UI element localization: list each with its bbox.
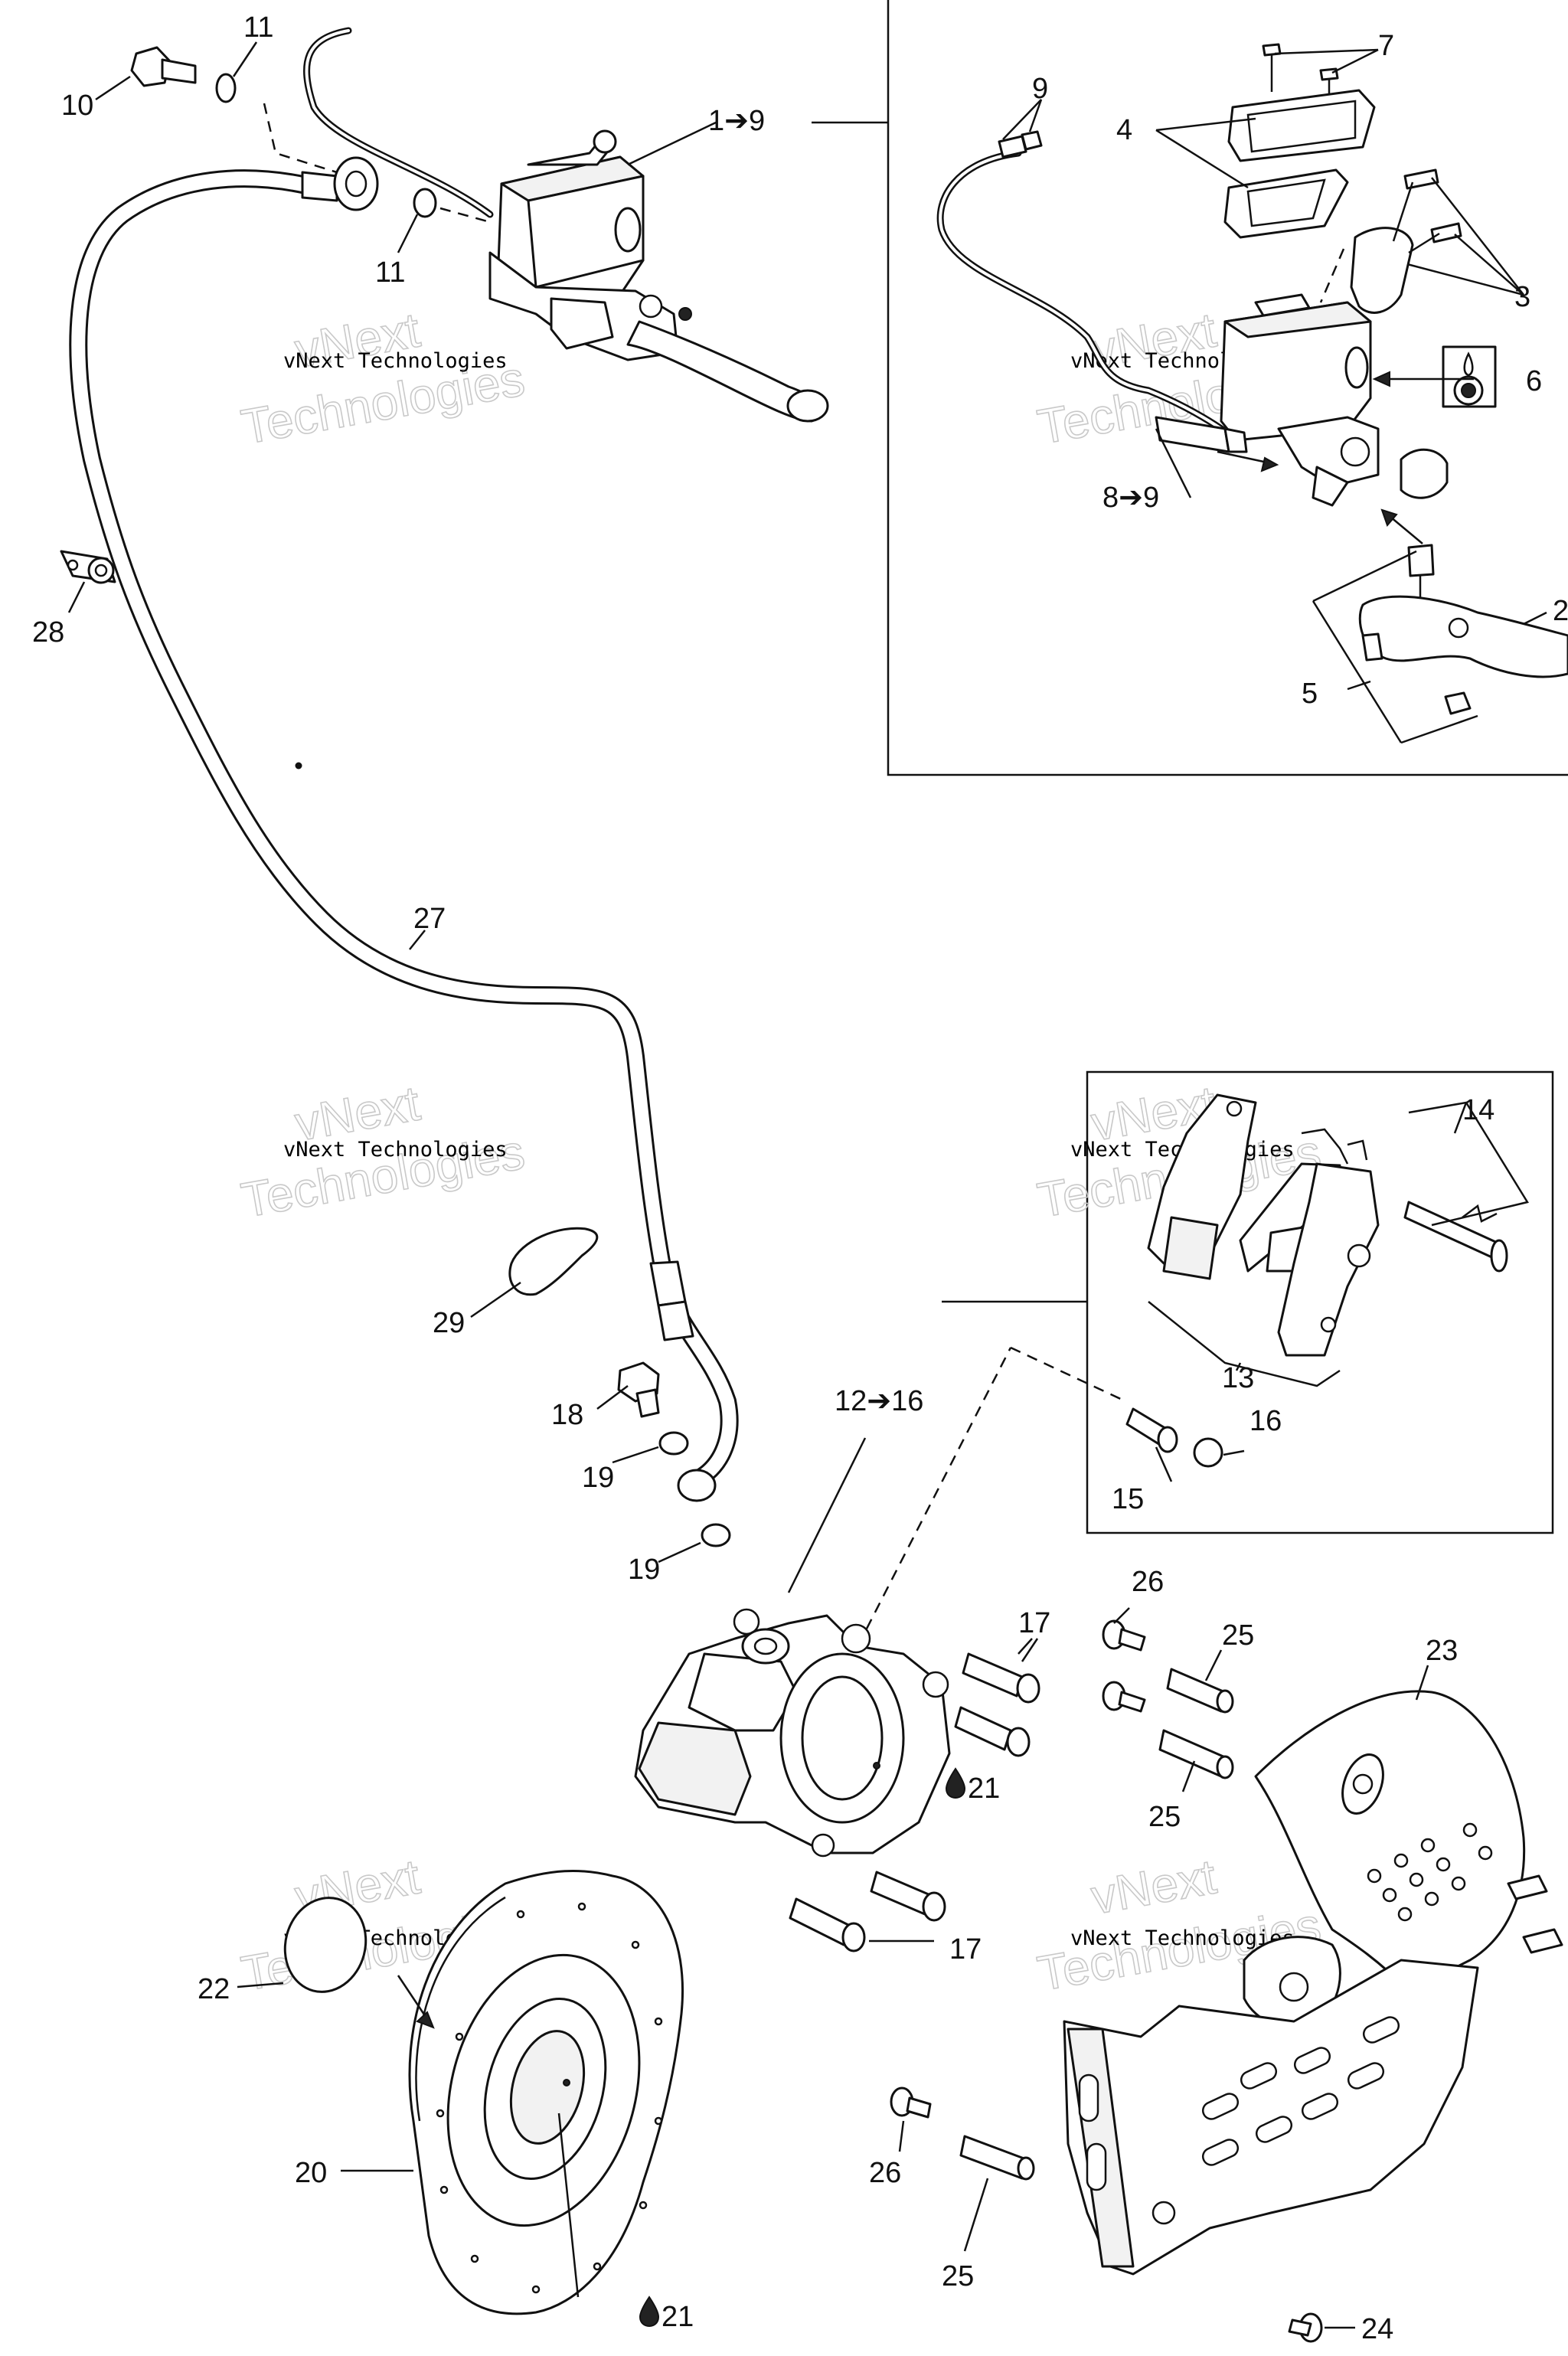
label-26-upper: 26 <box>1132 1566 1164 1598</box>
washer-19b <box>701 1523 731 1547</box>
label-24: 24 <box>1361 2313 1393 2345</box>
label-23: 23 <box>1426 1635 1458 1667</box>
watermark-company: vNext Technologies <box>283 349 508 373</box>
ring-22 <box>283 1897 368 1993</box>
label-8to9: 8➔9 <box>1102 482 1159 514</box>
assembly-line-10 <box>263 103 338 174</box>
brake-pads-inset <box>1010 1093 1529 1468</box>
hose-clip-28 <box>60 550 116 584</box>
label-20: 20 <box>295 2157 327 2189</box>
master-cylinder-main <box>295 27 829 770</box>
label-17-lower: 17 <box>949 1933 982 1966</box>
label-11-bottom: 11 <box>375 257 405 289</box>
label-5: 5 <box>1302 678 1318 710</box>
banjo-bolt-10 <box>130 46 197 87</box>
label-25-upper: 25 <box>1222 1619 1254 1652</box>
label-28: 28 <box>32 616 64 649</box>
label-9: 9 <box>1032 73 1048 105</box>
label-21-disc: 21 <box>662 2301 694 2333</box>
washer-11a <box>215 73 237 103</box>
label-3: 3 <box>1514 281 1530 313</box>
label-12to16: 12➔16 <box>835 1385 923 1417</box>
caliper-bolts-17 <box>789 1638 1040 1952</box>
brake-caliper <box>634 1608 951 1858</box>
label-6: 6 <box>1526 365 1542 397</box>
leader-lines <box>67 41 1547 2329</box>
drop-icon <box>945 1767 966 1799</box>
watermark-company: vNext Technologies <box>283 1138 508 1162</box>
label-26-lower: 26 <box>869 2157 901 2189</box>
assembly-line-pads <box>848 1347 1012 1662</box>
label-11-top: 11 <box>243 11 273 44</box>
label-14: 14 <box>1462 1094 1494 1126</box>
assembly-line-11 <box>439 207 491 224</box>
master-cylinder-exploded <box>936 43 1568 744</box>
hose-guide-29 <box>508 1227 599 1296</box>
label-19-lower: 19 <box>628 1554 660 1586</box>
arrow-head-22 <box>416 2011 435 2029</box>
label-16: 16 <box>1250 1405 1282 1437</box>
label-15: 15 <box>1112 1483 1144 1515</box>
watermark-3: vNext Technologies vNext Technologies <box>237 1075 529 1229</box>
label-13: 13 <box>1222 1362 1254 1394</box>
washer-11b <box>413 188 437 218</box>
brake-disc <box>408 1869 684 2315</box>
washer-19a <box>658 1431 689 1456</box>
disc-guard-23 <box>1063 1690 1563 2276</box>
arrow-22 <box>397 1975 430 2022</box>
label-4: 4 <box>1116 114 1132 146</box>
guard-fasteners <box>890 1619 1323 2343</box>
label-19-upper: 19 <box>582 1462 614 1494</box>
banjo-fitting-caliper <box>677 1469 717 1502</box>
watermark-word1: vNext <box>1087 1848 1220 1924</box>
label-1to9: 1➔9 <box>708 105 765 137</box>
label-2: 2 <box>1553 595 1568 627</box>
brake-hose <box>69 169 739 1491</box>
leader-12to16 <box>787 1437 867 1593</box>
label-18: 18 <box>551 1399 583 1431</box>
drop-icon <box>639 2296 660 2328</box>
label-22: 22 <box>198 1973 230 2005</box>
watermark-1: vNext Technologies vNext Technologies <box>237 302 529 456</box>
label-17-upper: 17 <box>1018 1607 1050 1639</box>
label-10: 10 <box>61 90 93 122</box>
label-29: 29 <box>433 1307 465 1339</box>
label-7: 7 <box>1378 30 1394 62</box>
label-27: 27 <box>413 903 446 935</box>
banjo-bolt-18 <box>617 1361 660 1418</box>
banjo-fitting-top <box>333 156 379 211</box>
inset-frame-master-cylinder <box>887 0 1568 776</box>
inset-arrows <box>1217 248 1474 544</box>
watermark-company: vNext Technologies <box>1070 1926 1295 1950</box>
label-25-lower: 25 <box>942 2260 974 2292</box>
callout-labels: 10 11 11 1➔9 28 27 29 18 19 19 12➔16 17 … <box>32 11 1568 2345</box>
label-21-caliper: 21 <box>968 1773 1000 1805</box>
label-25-middle: 25 <box>1148 1801 1181 1833</box>
